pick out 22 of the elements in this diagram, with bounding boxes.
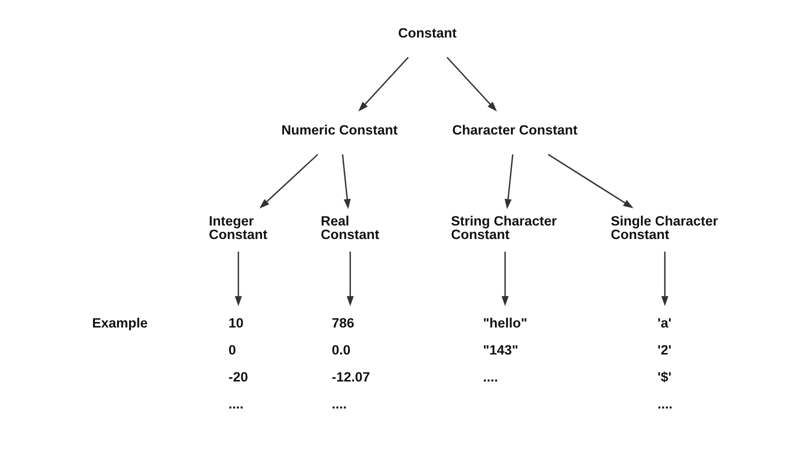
node-text: String Character Constant: [451, 213, 557, 242]
node-text: Integer Constant: [208, 213, 268, 242]
arrow: [259, 154, 318, 209]
arrow: [661, 252, 668, 306]
arrow: [504, 154, 514, 210]
node-text: 10 0 -20 ....: [228, 315, 248, 412]
node-text: "hello" "143" ....: [482, 315, 528, 384]
node-text: Character Constant: [452, 122, 578, 138]
arrow: [446, 56, 497, 112]
arrow: [548, 154, 634, 208]
arrow: [502, 252, 509, 306]
arrow: [358, 56, 409, 112]
node-text: Real Constant: [320, 213, 380, 242]
node-text: 786 0.0 -12.07 ....: [332, 315, 370, 412]
node-text: Constant: [398, 25, 457, 40]
node-text: Numeric Constant: [281, 122, 398, 138]
arrow: [342, 154, 351, 210]
arrow: [346, 252, 354, 306]
arrow: [234, 252, 242, 306]
node-text: 'a' '2' '$' ....: [657, 315, 672, 412]
node-text: Single Character Constant: [610, 213, 718, 242]
label: Example: [92, 315, 148, 330]
